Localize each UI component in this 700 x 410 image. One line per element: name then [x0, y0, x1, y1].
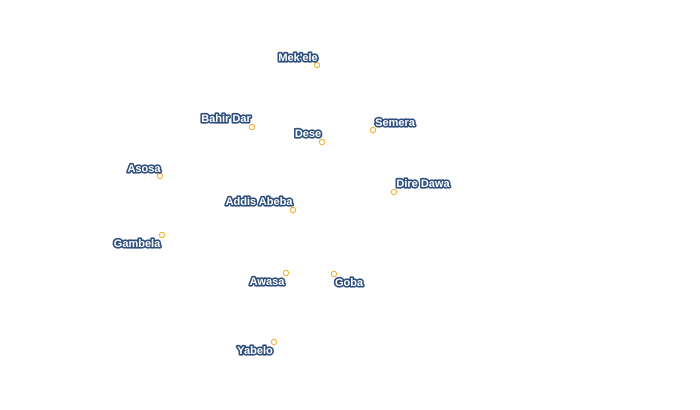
city-marker[interactable] [156, 172, 164, 180]
city-marker[interactable] [282, 269, 290, 277]
city-addis-abeba[interactable]: Addis Abeba [224, 194, 297, 214]
city-yabelo[interactable]: Yabelo [236, 338, 278, 359]
city-marker[interactable] [369, 126, 377, 134]
city-gambela[interactable]: Gambela [112, 231, 166, 252]
city-label: Addis Abeba [226, 196, 294, 208]
city-awasa[interactable]: Awasa [248, 269, 290, 290]
city-label: Yabelo [237, 345, 273, 357]
city-marker[interactable] [318, 138, 326, 146]
city-marker[interactable] [330, 270, 338, 278]
city-label: Asosa [127, 163, 161, 175]
city-asosa[interactable]: Asosa [126, 161, 164, 180]
city-marker[interactable] [289, 206, 297, 214]
city-bahir-dar[interactable]: Bahir Dar [200, 111, 256, 131]
city-marker[interactable] [158, 231, 166, 239]
city-label: Dese [295, 128, 321, 140]
city-marker[interactable] [270, 338, 278, 346]
city-goba[interactable]: Goba [330, 270, 366, 291]
city-label: Goba [335, 277, 364, 289]
city-label: Mek'ele [278, 52, 317, 64]
city-dese[interactable]: Dese [293, 126, 326, 146]
city-dire-dawa[interactable]: Dire Dawa [390, 176, 452, 196]
city-label: Dire Dawa [396, 178, 450, 190]
city-marker[interactable] [390, 188, 398, 196]
city-label: Semera [375, 117, 416, 129]
city-label: Gambela [114, 238, 161, 250]
city-label: Bahir Dar [201, 113, 251, 125]
city-label: Awasa [250, 276, 286, 288]
city-semera[interactable]: Semera [369, 115, 417, 134]
city-marker[interactable] [248, 123, 256, 131]
city-mekele[interactable]: Mek'ele [277, 50, 321, 69]
city-marker[interactable] [313, 61, 321, 69]
